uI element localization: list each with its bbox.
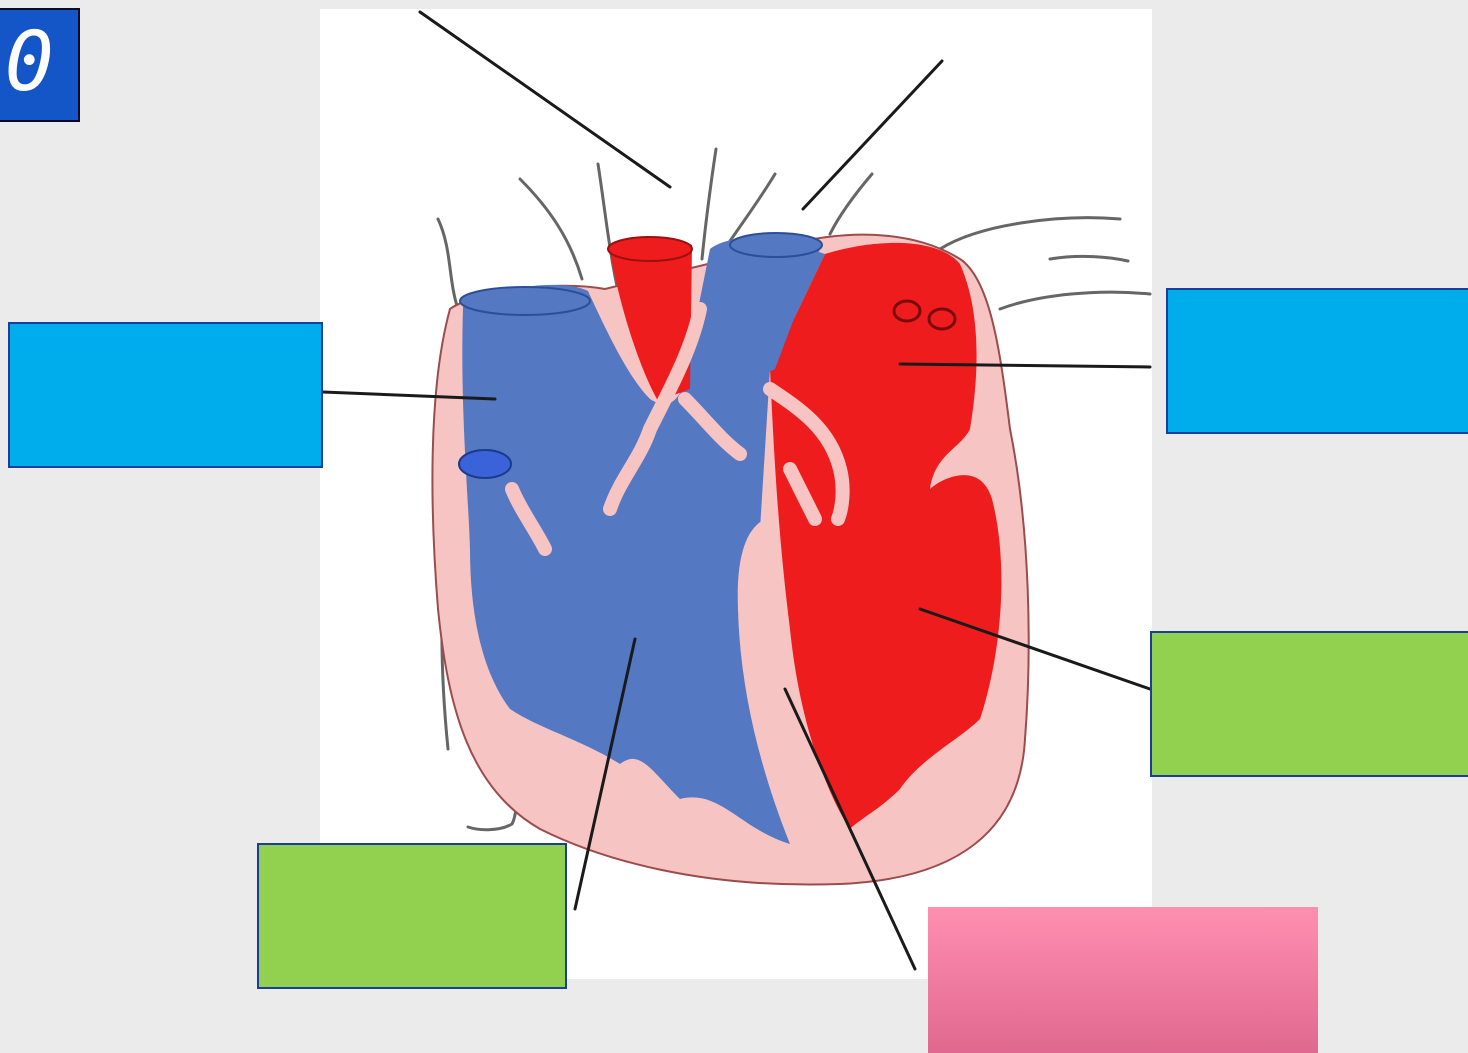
score-counter-value: 0 xyxy=(5,22,54,104)
septum-label-box[interactable] xyxy=(928,907,1318,1053)
right-ventricle-label-box[interactable] xyxy=(257,843,567,989)
left-atrium-label-box[interactable] xyxy=(1166,288,1468,434)
score-counter: 0 xyxy=(0,8,80,122)
heart-diagram xyxy=(320,9,1152,979)
coronary-sinus-opening xyxy=(459,450,511,478)
left-ventricle-label-box[interactable] xyxy=(1150,631,1468,777)
right-atrium-label-box[interactable] xyxy=(8,322,323,468)
